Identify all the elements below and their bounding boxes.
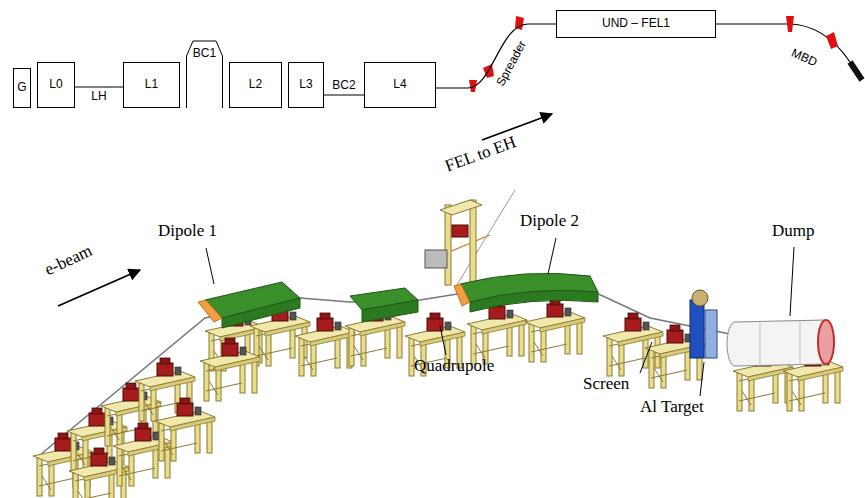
leader-line xyxy=(440,326,446,355)
stands-left xyxy=(33,358,215,498)
connector-label: BC2 xyxy=(330,79,357,92)
beamline-box: L1 xyxy=(123,62,180,108)
connector-label: LH xyxy=(89,90,108,103)
line-end xyxy=(850,62,862,80)
dump xyxy=(727,320,834,366)
al-target xyxy=(690,290,717,358)
beamline-box: L4 xyxy=(364,62,436,108)
beamline-box: L3 xyxy=(288,62,324,108)
box-label: L4 xyxy=(393,78,406,91)
beamline-box: UND – FEL1 xyxy=(556,10,716,38)
box-label: L1 xyxy=(145,78,158,91)
part-label: Dipole 1 xyxy=(158,222,217,241)
box-label: L3 xyxy=(299,78,312,91)
beam-label: e-beam xyxy=(42,242,95,280)
part-label: Quadrupole xyxy=(414,357,494,376)
stand xyxy=(155,398,215,461)
marker xyxy=(786,16,794,32)
leader-line xyxy=(548,238,556,274)
stand xyxy=(295,313,355,376)
dipole-2 xyxy=(454,273,598,312)
bunch-compressor-box: BC1 xyxy=(186,40,223,108)
leader-line xyxy=(206,248,214,284)
marker xyxy=(826,32,838,49)
part-label: Al Target xyxy=(640,398,704,417)
leader-line xyxy=(640,342,652,373)
beam-label: FEL to EH xyxy=(443,133,519,176)
box-label: L2 xyxy=(249,78,262,91)
box-label: G xyxy=(17,81,26,94)
section-label: MBD xyxy=(789,47,819,70)
part-label: Screen xyxy=(583,375,629,394)
leader-line xyxy=(700,362,704,396)
stand xyxy=(525,299,585,362)
box-label: BC1 xyxy=(193,47,216,60)
trapezoid-line xyxy=(187,41,223,108)
stand xyxy=(200,338,260,401)
box-label: L0 xyxy=(49,78,62,91)
beamline-connector xyxy=(75,86,123,87)
mbd-line xyxy=(716,24,850,62)
part-label: Dipole 2 xyxy=(520,212,579,231)
beamline-box: L2 xyxy=(229,62,282,108)
part-label: Dump xyxy=(772,222,815,241)
beamline-connector xyxy=(324,94,364,95)
fel-tower xyxy=(425,200,482,285)
dipole-1 xyxy=(198,282,300,328)
box-label: UND – FEL1 xyxy=(602,17,670,30)
beamline-box: G xyxy=(13,68,31,108)
fel-arrow xyxy=(482,114,552,140)
connector-label: Spreader xyxy=(494,37,531,90)
e-beam-arrow xyxy=(58,270,140,306)
beamline-box: L0 xyxy=(37,62,75,108)
dipole xyxy=(350,288,418,322)
leader-line xyxy=(790,247,794,316)
